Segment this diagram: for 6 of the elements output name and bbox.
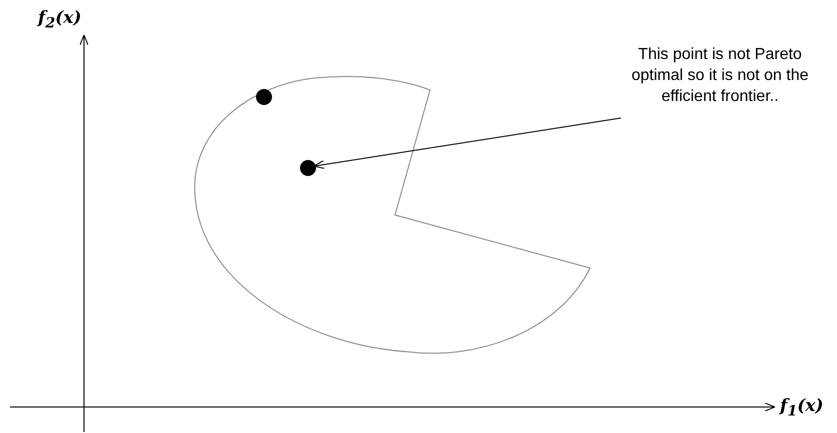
data-point <box>300 160 316 176</box>
axis-label: f$_{2}$(x) <box>38 8 82 32</box>
leader-arrow <box>314 118 622 170</box>
data-point <box>256 89 272 105</box>
annotation-text: This point is not Pareto optimal so it is not on the efficient frontier.. <box>620 44 820 122</box>
axis-label: f$_{1}$(x) <box>780 396 824 420</box>
